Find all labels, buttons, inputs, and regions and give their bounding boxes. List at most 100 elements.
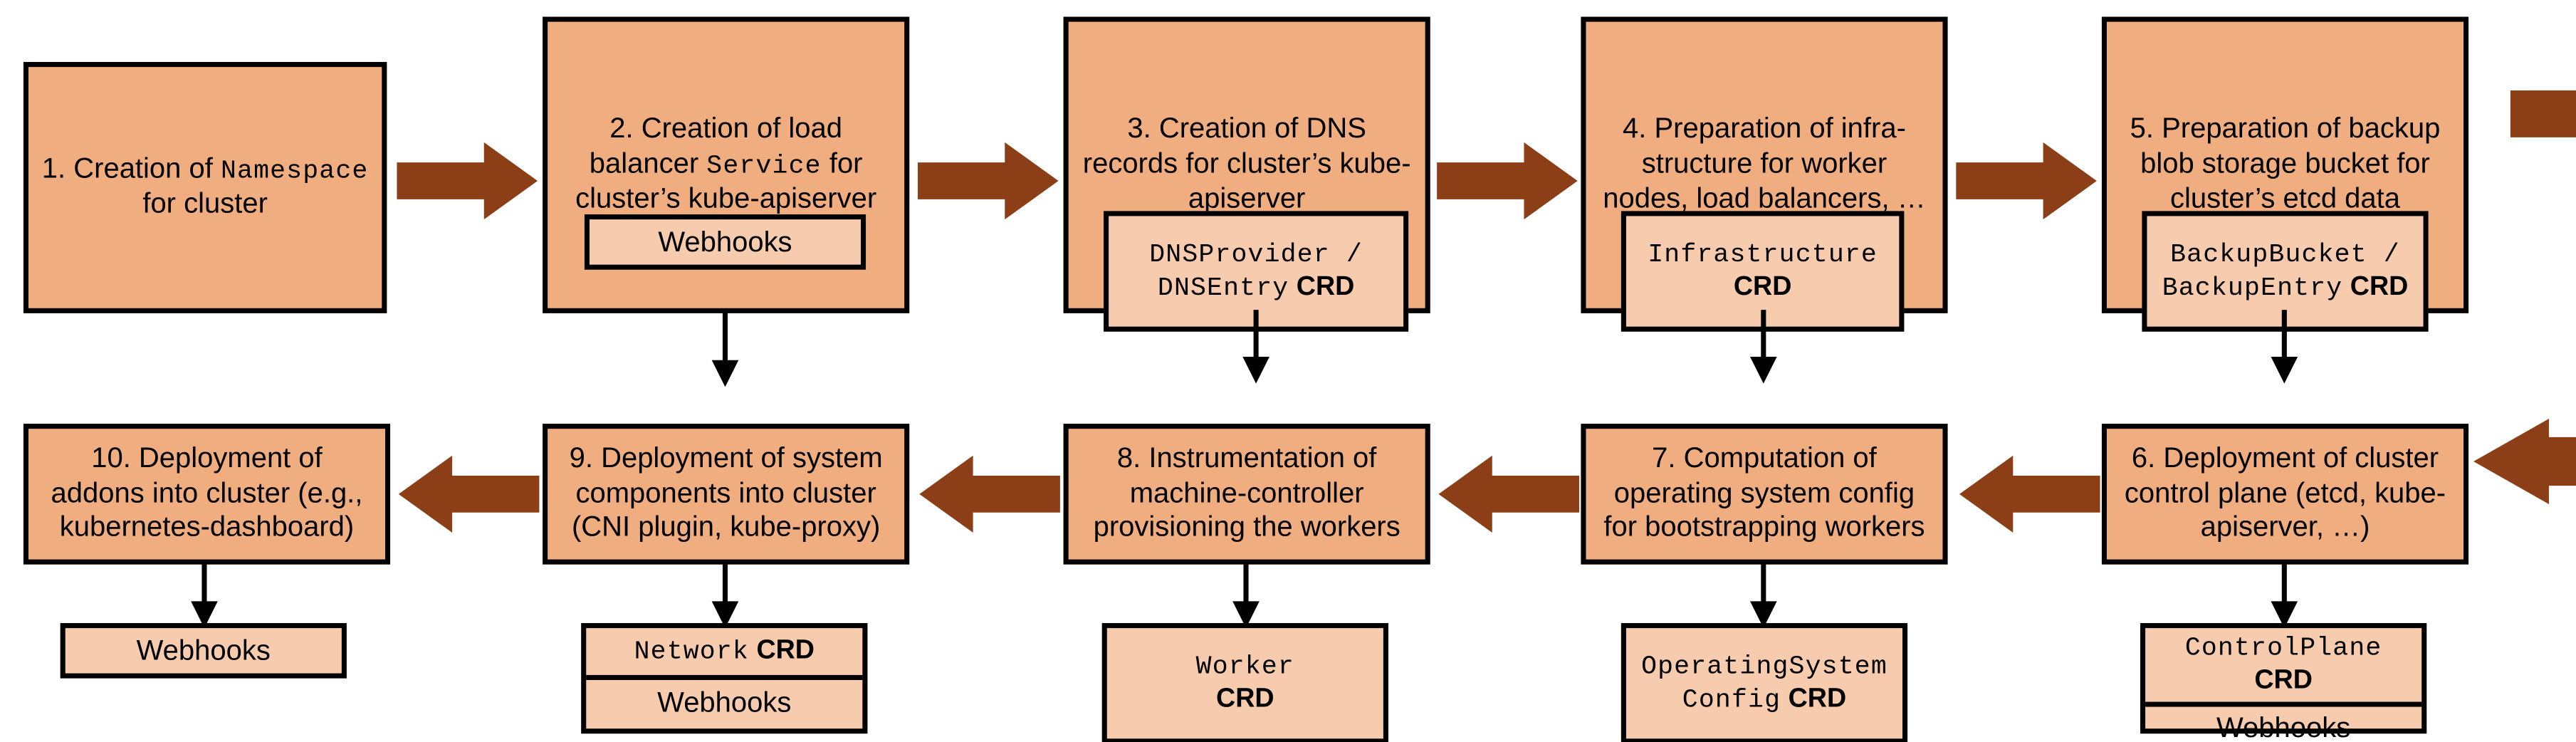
text-run: CRD: [1289, 273, 1355, 302]
step-box-9[interactable]: 9. Deployment of system components into …: [543, 424, 910, 565]
step-box-1-label: 1. Creation of Namespace for cluster: [42, 152, 369, 222]
connector-step5-artifact: [2271, 310, 2298, 384]
artifact-text-line: Webhooks: [2155, 711, 2412, 742]
artifact-cell: Webhooks: [66, 628, 342, 674]
step-box-5-label: 5. Preparation of backup blob storage bu…: [2120, 113, 2450, 217]
text-run: 3. Creation of DNS records for cluster’s…: [1082, 113, 1411, 214]
text-run: Webhooks: [2216, 712, 2351, 742]
artifact-text-line: ControlPlane CRD: [2155, 632, 2412, 699]
artifact-text-line: Webhooks: [600, 224, 851, 261]
text-run: Infrastructure: [1648, 239, 1878, 270]
step-box-6[interactable]: 6. Deployment of cluster control plane (…: [2101, 424, 2469, 565]
connector-step2-artifact: [711, 310, 739, 387]
step-box-9-label: 9. Deployment of system components into …: [561, 442, 891, 546]
text-run: Config: [1682, 685, 1781, 716]
step-box-1[interactable]: 1. Creation of Namespace for cluster: [23, 62, 387, 313]
artifact-cell: ControlPlane CRD: [2145, 628, 2421, 702]
text-run: for cluster: [142, 187, 268, 220]
artifact-text-line: DNSProvider /: [1119, 237, 1393, 271]
text-run: Service: [706, 150, 822, 182]
text-run: Webhooks: [657, 687, 792, 719]
text-run: CRD: [1216, 685, 1274, 714]
artifact-box-10[interactable]: Webhooks: [60, 622, 347, 679]
text-run: 2. Creation of load balancer: [589, 113, 843, 179]
artifact-text: Webhooks: [596, 686, 852, 723]
step-box-8[interactable]: 8. Instrumentation of machine-controller…: [1063, 424, 1430, 565]
connector-step8-artifact: [1232, 560, 1260, 629]
connector-step9-artifact: [711, 560, 739, 629]
text-run: 1. Creation of: [41, 152, 221, 185]
text-run: DNSProvider /: [1149, 239, 1363, 269]
artifact-text-line: DNSEntry CRD: [1119, 271, 1393, 305]
step-box-8-label: 8. Instrumentation of machine-controller…: [1082, 442, 1411, 546]
artifact-text-line: OperatingSystem: [1636, 649, 1892, 684]
text-run: Namespace: [220, 156, 369, 187]
artifact-text-line: CRD: [1636, 271, 1889, 305]
artifact-text: Webhooks: [75, 632, 332, 669]
artifact-text-line: Network CRD: [596, 634, 852, 669]
text-run: 5. Preparation of backup blob storage bu…: [2130, 113, 2441, 214]
step-box-4-label: 4. Preparation of infra-structure for wo…: [1599, 113, 1929, 217]
artifact-text-line: BackupBucket /: [2157, 237, 2414, 271]
artifact-cell: DNSProvider /DNSEntry CRD: [1109, 216, 1403, 326]
text-run: BackupBucket /: [2170, 239, 2400, 269]
artifact-box-6[interactable]: ControlPlane CRD Webhooks: [2140, 622, 2427, 742]
artifact-cell: Webhooks: [590, 219, 861, 265]
text-run: Webhooks: [136, 634, 271, 666]
flow-arrow-9-to-10: [398, 455, 540, 533]
artifact-text-line: Infrastructure: [1636, 238, 1889, 272]
step-box-7[interactable]: 7. Computation of operating system confi…: [1581, 424, 1948, 565]
text-run: Webhooks: [658, 225, 792, 258]
text-run: DNSEntry: [1157, 273, 1289, 303]
text-run: for cluster’s kube-apiserver: [575, 147, 877, 214]
step-box-2-label: 2. Creation of load balancer Service for…: [561, 113, 891, 217]
artifact-text: ControlPlane CRD: [2155, 632, 2412, 699]
text-run: 8. Instrumentation of machine-controller…: [1093, 441, 1400, 543]
connector-step10-artifact: [191, 560, 218, 629]
text-run: 7. Computation of operating system confi…: [1603, 441, 1925, 543]
connector-step3-artifact: [1242, 310, 1269, 384]
artifact-text: Network CRD: [596, 634, 852, 669]
flow-arrow-7-to-8: [1438, 455, 1580, 533]
text-run: 4. Preparation of infra-structure for wo…: [1603, 113, 1926, 214]
step-box-6-label: 6. Deployment of cluster control plane (…: [2120, 442, 2450, 546]
text-run: CRD: [1733, 273, 1792, 302]
artifact-text: Webhooks: [600, 224, 851, 261]
text-run: Worker: [1195, 651, 1294, 681]
connector-step7-artifact: [1749, 560, 1777, 629]
text-run: 9. Deployment of system components into …: [569, 441, 883, 543]
flow-arrow-5-to-6-elbow: [2473, 90, 2576, 504]
text-run: OperatingSystem: [1641, 651, 1888, 681]
step-box-7-label: 7. Computation of operating system confi…: [1599, 442, 1929, 546]
step-box-3-label: 3. Creation of DNS records for cluster’s…: [1082, 113, 1411, 217]
artifact-text-line: Webhooks: [75, 632, 332, 669]
artifact-cell: Webhooks: [586, 674, 863, 728]
artifact-text-line: Worker: [1117, 649, 1373, 684]
artifact-box-9[interactable]: Network CRD Webhooks: [581, 622, 868, 734]
text-run: CRD: [1781, 685, 1847, 714]
artifact-box-2[interactable]: Webhooks: [584, 214, 866, 270]
artifact-text: Webhooks: [2155, 711, 2412, 742]
connector-step4-artifact: [1749, 310, 1777, 384]
flow-arrow-8-to-9: [919, 455, 1060, 533]
text-run: Network: [634, 636, 749, 667]
flow-arrow-3-to-4: [1437, 142, 1578, 220]
text-run: CRD: [2254, 667, 2313, 696]
connector-step6-artifact: [2271, 560, 2298, 629]
artifact-text: BackupBucket /BackupEntry CRD: [2157, 237, 2414, 305]
artifact-text-line: CRD: [1117, 684, 1373, 717]
artifact-cell: Network CRD: [586, 628, 862, 674]
step-box-10[interactable]: 10. Deployment of addons into cluster (e…: [23, 424, 391, 565]
flow-arrow-6-to-7: [1959, 455, 2100, 533]
artifact-cell: Webhooks: [2145, 702, 2422, 742]
artifact-text-line: Webhooks: [596, 686, 852, 723]
artifact-cell: BackupBucket /BackupEntry CRD: [2147, 216, 2423, 326]
